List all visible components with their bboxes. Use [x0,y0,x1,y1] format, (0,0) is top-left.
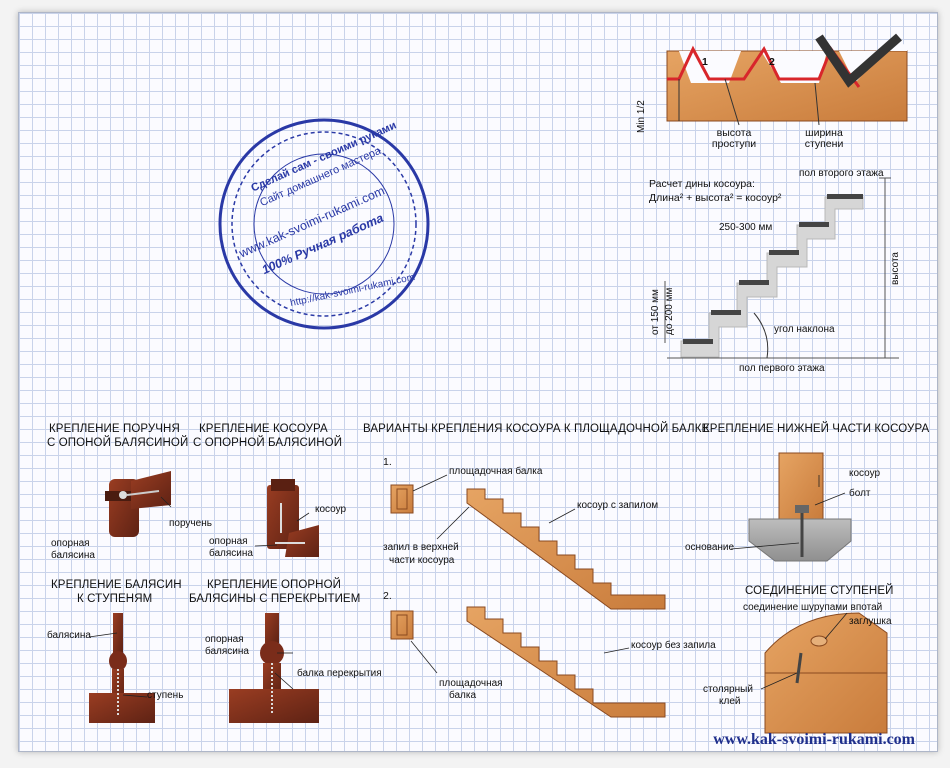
tread-width-label: ширина ступени [804,127,844,151]
plug-label: заглушка [849,616,892,627]
stringer-post-post-label-1: опорная [209,536,248,547]
landing-beam-2-label-1: площадочная [439,678,503,689]
lower-floor-label: пол первого этажа [739,363,825,374]
notch-label-1: запил в верхней [383,542,459,553]
stringer-post-illustration [267,479,319,557]
step-join-title: СОЕДИНЕНИЕ СТУПЕНЕЙ [745,585,894,597]
step-label: ступень [147,690,184,701]
post-floor-title-2: БАЛЯСИНЫ С ПЕРЕКРЫТИЕМ [189,593,361,605]
post-floor-post-label-2: балясина [205,646,249,657]
landing-beam-label: площадочная балка [449,466,543,477]
min-label: Min 1/2 [636,100,647,133]
site-watermark: www.kak-svoimi-rukami.com [713,731,915,748]
leader-lines [88,474,848,698]
grid-sheet: Сделай сам - своими руками Сайт домашнег… [18,12,938,752]
stamp: Сделай сам - своими руками Сайт домашнег… [215,115,433,333]
landing-beam-2-label-2: балка [449,690,477,701]
baluster-label: балясина [47,630,91,641]
handrail-rail-label: поручень [169,518,212,529]
baluster-step-title-2: К СТУПЕНЯМ [77,593,153,605]
angle-label: угол наклона [774,324,835,335]
riser-range-2: до 200 мм [664,287,675,335]
stair-profile-illustration [664,177,899,359]
post-floor-title-1: КРЕПЛЕНИЕ ОПОРНОЙ [207,579,342,591]
bottom-stringer-label: косоур [849,468,881,479]
illustrations [88,33,908,734]
baluster-step-illustration [89,613,155,723]
glue-label-1: столярный [703,684,753,695]
upper-floor-label: пол второго этажа [799,168,884,179]
post-floor-post-label-1: опорная [205,634,244,645]
handrail-post-illustration [105,471,171,537]
formula-title: Расчет дины косоура: [649,178,755,190]
notch-label-2: части косоура [389,555,455,566]
post-floor-illustration [229,613,319,723]
handrail-post-label-2: балясина [51,550,95,561]
bolt-label: болт [849,488,871,499]
riser-height-label: высота проступи [711,127,757,151]
baluster-step-title-1: КРЕПЛЕНИЕ БАЛЯСИН [51,579,182,591]
handrail-title-1: КРЕПЛЕНИЕ ПОРУЧНЯ [49,423,180,435]
stamp-circles-icon [218,118,430,330]
step-joint-illustration [764,612,888,734]
landing-variant-1-illustration [390,484,666,610]
riser-range-1: от 150 мм [650,289,661,335]
base-label: основание [685,542,735,553]
stringer-post-title-1: КРЕПЛЕНИЕ КОСОУРА [199,423,328,435]
stringer-post-post-label-2: балясина [209,548,253,559]
plain-stringer-label: косоур без запила [631,640,716,651]
handrail-title-2: С ОПОНОЙ БАЛЯСИНОЙ [47,437,189,449]
notched-stringer-label: косоур с запилом [577,500,659,511]
bottom-fix-illustration [748,452,852,562]
step-join-sub: соединение шурупами впотай [743,602,883,613]
landing-variant-2-illustration [390,606,666,718]
handrail-post-label-1: опорная [51,538,90,549]
tread-range-label: 250-300 мм [719,222,773,233]
floor-beam-label: балка перекрытия [297,668,382,679]
stringer-post-stringer-label: косоур [315,504,347,515]
variants-title: ВАРИАНТЫ КРЕПЛЕНИЯ КОСОУРА К ПЛОЩАДОЧНОЙ… [363,423,710,435]
stringer-board-illustration [666,33,908,126]
variant-2-number: 2. [383,590,392,602]
glue-label-2: клей [719,696,741,707]
step-number-2: 2 [769,56,775,68]
bottom-fix-title: КРЕПЛЕНИЕ НИЖНЕЙ ЧАСТИ КОСОУРА [703,423,930,435]
height-label: высота [890,252,901,285]
step-number-1: 1 [702,56,708,68]
formula: Длина² + высота² = косоур² [649,192,782,204]
stringer-post-title-2: С ОПОРНОЙ БАЛЯСИНОЙ [193,437,343,449]
variant-1-number: 1. [383,456,392,468]
